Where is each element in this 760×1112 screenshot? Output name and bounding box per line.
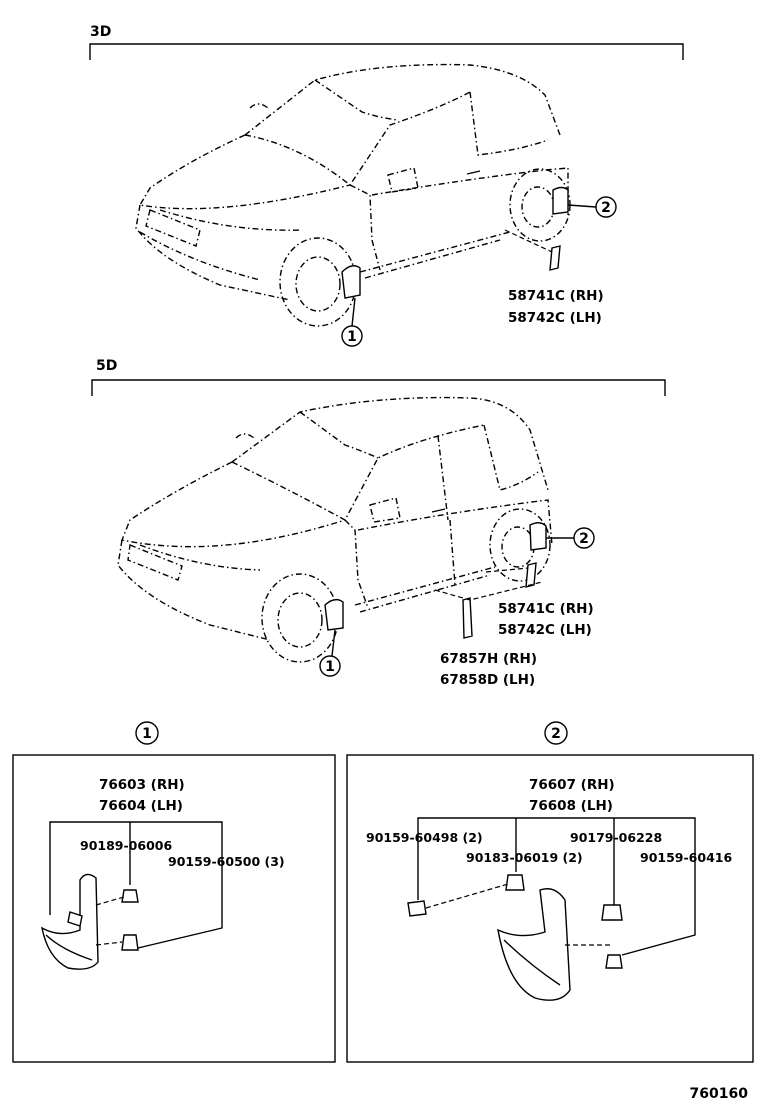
callout-1-5d-text: 1 xyxy=(325,659,335,675)
section-3d-bracket xyxy=(89,43,684,60)
part-90179-06228: 90179-06228 xyxy=(570,830,662,845)
part-58741c-3d: 58741C (RH) xyxy=(508,288,604,304)
screw-90159-60500 xyxy=(121,934,139,951)
section-5d: 5D xyxy=(91,358,666,688)
detail-1: 1 76603 (RH) 76604 (LH) 90189-06006 9015… xyxy=(12,721,336,1063)
screw-90159-60498 xyxy=(407,900,427,917)
callout-2-5d xyxy=(573,527,595,549)
section-3d-label: 3D xyxy=(90,24,111,40)
side-mudguard-3d xyxy=(549,245,561,271)
callout-1-3d xyxy=(341,325,363,347)
detail-2-callout xyxy=(544,721,568,745)
illustration-number: 760160 xyxy=(690,1086,749,1102)
car-3-door xyxy=(135,63,571,327)
part-76607: 76607 (RH) xyxy=(529,777,615,793)
section-3d: 3D xyxy=(89,24,684,347)
mudguard-rear-5d xyxy=(529,522,547,551)
side-mudguard-5d xyxy=(525,562,537,588)
detail-1-box xyxy=(12,754,336,1063)
callout-2-5d-text: 2 xyxy=(579,531,589,547)
part-90159-60498: 90159-60498 (2) xyxy=(366,830,483,845)
part-58742c-3d: 58742C (LH) xyxy=(508,310,602,326)
detail-1-callout-text: 1 xyxy=(142,726,152,742)
detail-2-box xyxy=(346,754,754,1063)
part-67857h: 67857H (RH) xyxy=(440,651,537,667)
callout-2-3d xyxy=(595,196,617,218)
detail-1-callout xyxy=(135,721,159,745)
part-76604: 76604 (LH) xyxy=(99,798,183,814)
detail-2: 2 76607 (RH) 76608 (LH) 90159-60498 (2) … xyxy=(346,721,754,1063)
clip-90179 xyxy=(601,904,623,921)
part-67858d: 67858D (LH) xyxy=(440,672,535,688)
section-5d-label: 5D xyxy=(96,358,117,374)
nut-90183 xyxy=(505,874,525,891)
part-58742c-5d: 58742C (LH) xyxy=(498,622,592,638)
section-5d-bracket xyxy=(91,379,666,396)
screw-90159-60416 xyxy=(605,954,623,969)
part-90183-06019: 90183-06019 (2) xyxy=(466,850,583,865)
part-90189-06006: 90189-06006 xyxy=(80,838,172,853)
part-90159-60416: 90159-60416 xyxy=(640,850,732,865)
mudguard-rear-3d xyxy=(552,186,569,215)
rocker-mudguard-5d xyxy=(462,597,473,639)
callout-1-3d-text: 1 xyxy=(347,329,357,345)
part-76608: 76608 (LH) xyxy=(529,798,613,814)
part-76603: 76603 (RH) xyxy=(99,777,185,793)
mudguard-front-3d xyxy=(341,265,361,299)
mudflap-2 xyxy=(497,888,571,1001)
callout-1-5d xyxy=(319,655,341,677)
callout-2-3d-text: 2 xyxy=(601,200,611,216)
mudguard-front-5d xyxy=(324,598,344,631)
part-90159-60500: 90159-60500 (3) xyxy=(168,854,285,869)
clip-90189 xyxy=(121,889,139,903)
part-58741c-5d: 58741C (RH) xyxy=(498,601,594,617)
mudflap-1 xyxy=(41,873,99,970)
detail-2-callout-text: 2 xyxy=(551,726,561,742)
